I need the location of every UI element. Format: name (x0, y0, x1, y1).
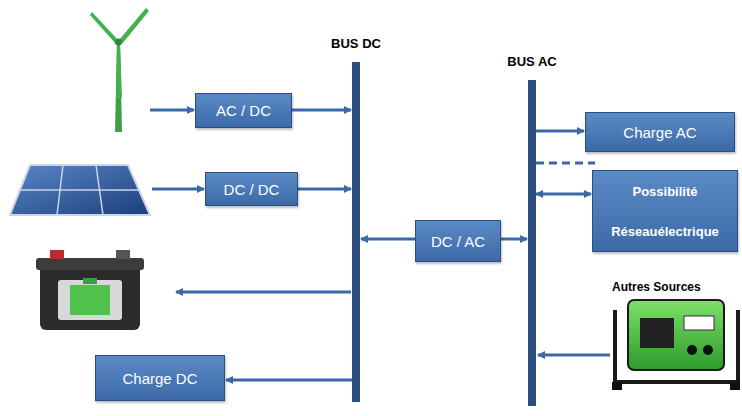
generator (612, 300, 740, 390)
box-label: Possibilité (632, 184, 697, 199)
source-arrows (150, 110, 610, 355)
power-arrow (226, 379, 352, 382)
wind-turbine (90, 8, 149, 132)
solar-panel (10, 165, 150, 215)
converter-box: AC / DC (195, 93, 292, 128)
bus-label: BUS DC (331, 36, 381, 51)
converter-box: DC / AC (415, 220, 501, 262)
bus-bar: BUS AC (528, 80, 536, 406)
box-label: Réseauélectrique (611, 224, 719, 239)
power-arrow (361, 238, 415, 241)
source-label: Autres Sources (612, 280, 701, 294)
battery (36, 250, 144, 330)
bus-bar: BUS DC (352, 62, 360, 402)
power-arrow (536, 193, 591, 196)
converter-box: PossibilitéRéseauélectrique (592, 170, 738, 252)
box-label: AC / DC (216, 102, 271, 119)
box-label: Charge AC (623, 124, 696, 141)
converter-box: Charge DC (95, 355, 225, 401)
converter-box: Charge AC (585, 112, 735, 152)
power-arrow (298, 188, 351, 191)
converter-box: DC / DC (205, 172, 298, 206)
box-label: DC / DC (224, 181, 280, 198)
box-label: DC / AC (431, 233, 485, 250)
power-arrow (536, 130, 584, 133)
power-arrow (501, 238, 527, 241)
power-arrow (292, 109, 351, 112)
box-label: Charge DC (122, 370, 197, 387)
bus-label: BUS AC (507, 54, 556, 69)
